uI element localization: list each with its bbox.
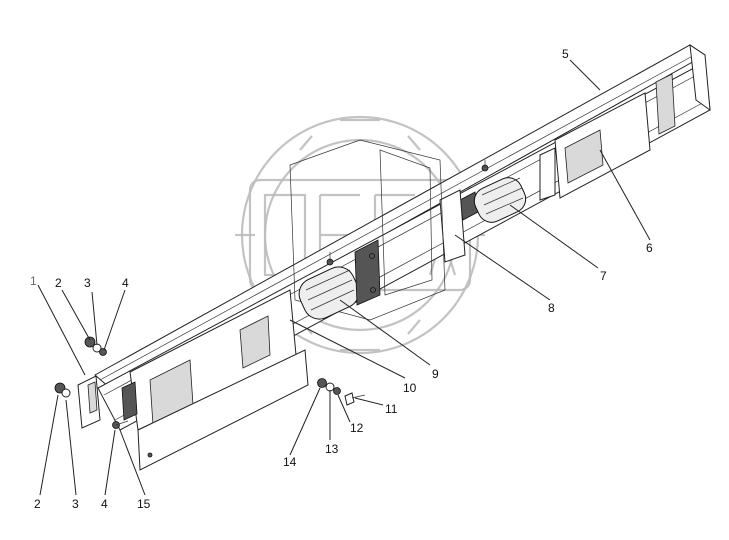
callout-13: 13 (325, 442, 339, 456)
callout-12: 12 (350, 421, 364, 435)
callout-4-top: 4 (122, 276, 129, 290)
fasteners-left-bottom (54, 382, 71, 398)
callout-15: 15 (137, 497, 151, 511)
callout-2-top: 2 (55, 276, 62, 290)
callout-1: 1 (30, 274, 37, 288)
fasteners-right-set (317, 378, 366, 406)
rear-lamp-left (298, 239, 381, 320)
callout-labels: 1 2 3 4 5 6 7 8 9 10 11 12 13 14 15 2 3 … (30, 47, 653, 511)
callout-9: 9 (432, 367, 439, 381)
vehicle-frame-outline (289, 139, 446, 321)
callout-11: 11 (385, 402, 398, 416)
fastener-bolt-15 (112, 420, 129, 429)
callout-3-bottom: 3 (72, 497, 79, 511)
leader-lines (37, 59, 651, 496)
callout-10: 10 (403, 381, 417, 395)
callout-6: 6 (646, 241, 653, 255)
callout-4-bottom: 4 (101, 497, 108, 511)
callout-7: 7 (600, 269, 607, 283)
callout-14: 14 (283, 455, 297, 469)
fasteners-left-top (84, 336, 107, 356)
left-end-cap (77, 375, 101, 429)
lower-plate (137, 349, 309, 471)
callout-8: 8 (548, 301, 555, 315)
callout-5: 5 (562, 47, 569, 61)
reflector-plate-left (121, 289, 297, 431)
callout-2-bottom: 2 (34, 497, 41, 511)
reflector-plate-right (554, 73, 676, 199)
callout-3-top: 3 (84, 276, 91, 290)
